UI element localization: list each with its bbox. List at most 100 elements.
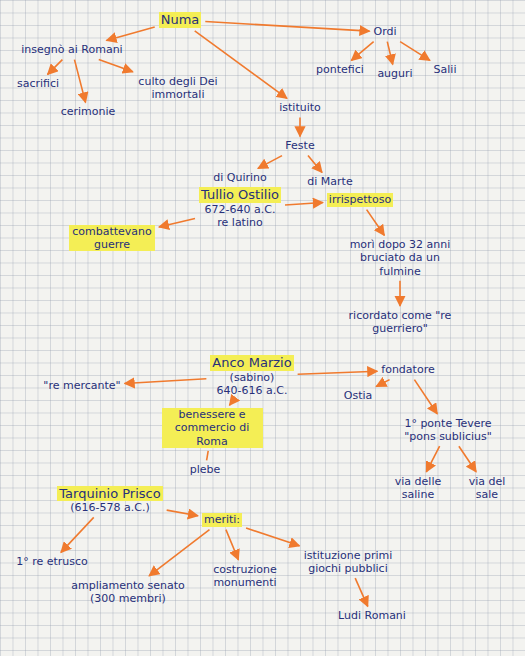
connector-arrow <box>367 210 385 236</box>
connector-arrow <box>376 380 389 387</box>
connector-arrow <box>61 517 94 552</box>
connector-arrow <box>159 219 195 227</box>
connector-arrow <box>387 42 392 65</box>
concept-node: Feste <box>283 138 316 153</box>
node-text: plebe <box>190 463 221 476</box>
node-text: 640-616 a.C. <box>210 384 293 397</box>
connector-arrow <box>195 31 287 99</box>
concept-node: Ludi Romani <box>336 608 408 623</box>
concept-node: meriti: <box>200 512 244 527</box>
concept-node: 1° re etrusco <box>14 554 90 569</box>
node-text: istituzione primi giochi pubblici <box>298 549 399 575</box>
concept-node: Ostia <box>342 388 375 403</box>
connector-arrow <box>459 446 476 472</box>
concept-node: di Quirino <box>211 170 269 185</box>
concept-node: sacrifici <box>15 76 61 91</box>
node-text: (sabino) <box>210 371 293 384</box>
connector-arrow <box>414 380 437 414</box>
concept-node: pontefici <box>314 62 366 77</box>
node-text: combattevano guerre <box>69 225 155 251</box>
node-text: costruzione monumenti <box>195 563 296 589</box>
node-text: re latino <box>199 216 281 229</box>
node-text: Numa <box>159 12 202 28</box>
concept-node: "re mercante" <box>41 378 122 393</box>
node-text: auguri <box>377 67 412 80</box>
node-text: meriti: <box>202 513 242 526</box>
connector-arrow <box>308 156 322 173</box>
concept-node: auguri <box>375 66 414 81</box>
node-text: morì dopo 32 anni bruciato da un fulmine <box>345 238 456 278</box>
node-text: via del sale <box>462 475 513 501</box>
concept-node: via del sale <box>460 474 515 502</box>
node-text: insegnò ai Romani <box>21 43 122 56</box>
concept-node: Tarquinio Prisco(616-578 a.C.) <box>55 485 164 516</box>
concept-node: Tullio Ostilio672-640 a.C.re latino <box>197 186 283 230</box>
node-text: Anco Marzio <box>210 355 293 371</box>
node-text: benessere e commercio di Roma <box>162 408 263 448</box>
concept-node: culto degli Dei immortali <box>123 74 233 102</box>
concept-node: Numa <box>157 11 204 29</box>
node-text: ricordato come "re guerriero" <box>347 309 453 335</box>
concept-node: ampliamento senato (300 membri) <box>68 578 188 606</box>
concept-node: di Marte <box>305 174 354 189</box>
connector-arrow <box>351 42 373 61</box>
connector-arrow <box>246 528 299 546</box>
connector-arrow <box>48 60 63 75</box>
concept-node: 1° ponte Tevere "pons sublicius" <box>401 416 496 444</box>
node-text: Ostia <box>344 389 373 402</box>
node-text: pontefici <box>316 63 364 76</box>
concept-node: plebe <box>188 462 223 477</box>
concept-node: combattevano guerre <box>67 224 157 252</box>
node-text: fondatore <box>381 363 434 376</box>
connector-arrow <box>99 60 133 72</box>
node-text: via delle saline <box>390 475 446 501</box>
node-text: 1° ponte Tevere "pons sublicius" <box>403 417 494 443</box>
connector-arrow <box>207 451 209 461</box>
connector-arrow <box>426 446 439 472</box>
node-text: di Quirino <box>213 171 267 184</box>
node-text: istituito <box>279 101 321 114</box>
concept-node: Anco Marzio(sabino)640-616 a.C. <box>208 354 295 398</box>
concept-node: morì dopo 32 anni bruciato da un fulmine <box>343 237 458 279</box>
node-text: 672-640 a.C. <box>199 203 281 216</box>
connector-arrow <box>400 42 430 61</box>
node-text: irrispettoso <box>327 193 393 206</box>
connector-arrow <box>205 21 369 31</box>
concept-node: ricordato come "re guerriero" <box>345 308 455 336</box>
connector-arrow <box>299 118 301 137</box>
node-text: ampliamento senato (300 membri) <box>70 579 186 605</box>
node-text: sacrifici <box>17 77 59 90</box>
node-text: (616-578 a.C.) <box>57 501 162 514</box>
connector-arrow <box>298 371 378 374</box>
concept-node: via delle saline <box>388 474 448 502</box>
connector-arrow <box>226 530 238 560</box>
node-text: Ordi <box>373 25 396 38</box>
connector-arrow <box>258 156 282 169</box>
concept-node: benessere e commercio di Roma <box>160 407 265 449</box>
node-text: di Marte <box>307 175 352 188</box>
node-text: Tarquinio Prisco <box>57 486 162 502</box>
connector-arrow <box>74 60 85 103</box>
connector-arrow <box>355 578 368 606</box>
node-text: Feste <box>285 139 314 152</box>
concept-node: istituito <box>277 100 323 115</box>
node-text: cerimonie <box>61 105 116 118</box>
concept-node: fondatore <box>379 362 436 377</box>
concept-node: istituzione primi giochi pubblici <box>296 548 401 576</box>
concept-node: irrispettoso <box>325 192 395 207</box>
connector-arrow <box>107 27 155 40</box>
node-text: Salii <box>434 63 457 76</box>
connector-arrow <box>167 510 198 516</box>
concept-node: Salii <box>432 62 459 77</box>
concept-node: insegnò ai Romani <box>19 42 124 57</box>
connector-arrow <box>149 530 209 576</box>
node-text: Ludi Romani <box>338 609 406 622</box>
node-text: culto degli Dei immortali <box>125 75 231 101</box>
node-text: 1° re etrusco <box>16 555 88 568</box>
node-text: Tullio Ostilio <box>199 187 281 203</box>
node-text: "re mercante" <box>43 379 120 392</box>
concept-node: costruzione monumenti <box>193 562 298 590</box>
concept-node: cerimonie <box>59 104 118 119</box>
connector-arrow <box>399 281 401 306</box>
